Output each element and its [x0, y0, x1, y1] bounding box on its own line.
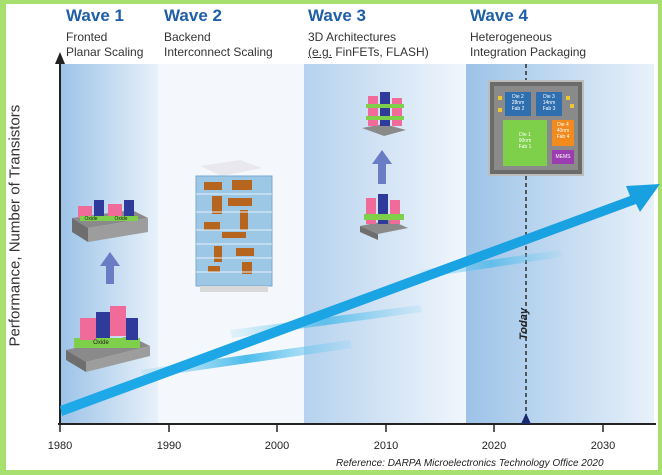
today-label: Today [518, 308, 530, 340]
reference-note: Reference: DARPA Microelectronics Techno… [336, 458, 604, 469]
wave3-subtitle: 3D Architectures (e.g. FinFETs, FLASH) [308, 30, 429, 59]
mems-label: MEMS [555, 154, 571, 160]
y-axis-label: Performance, Number of Transistors [6, 104, 24, 347]
wave3-title: Wave 3 [308, 6, 366, 25]
finfet-stack-top [362, 92, 406, 136]
wave3-up-arrow [372, 150, 392, 184]
oxide-label-2: Oxide [114, 216, 128, 222]
planar-transistor-top [72, 200, 148, 242]
heterogeneous-package [488, 80, 584, 176]
wave2-title: Wave 2 [164, 6, 222, 25]
faint-trend-arrow-3 [420, 250, 562, 278]
x-tick-label: 2010 [373, 440, 399, 452]
wave1-title: Wave 1 [66, 6, 124, 25]
x-tick-label: 2020 [481, 440, 507, 452]
x-tick-label: 2030 [590, 440, 616, 452]
wave4-title: Wave 4 [470, 6, 528, 25]
wave1-up-arrow [100, 252, 120, 284]
finfet-base [360, 194, 408, 240]
interconnect-stack [195, 160, 273, 292]
today-marker [521, 413, 531, 424]
x-axis-ticks [59, 424, 604, 432]
y-axis-arrowhead [55, 52, 65, 64]
planar-transistor-bottom [66, 306, 150, 372]
oxide-label-3: Oxide [93, 340, 109, 346]
x-tick-label: 2000 [264, 440, 290, 452]
x-tick-label: 1980 [47, 440, 73, 452]
oxide-label-1: Oxide [84, 216, 98, 222]
main-trend-arrow [60, 184, 660, 416]
faint-trend-arrow-1 [140, 340, 352, 378]
x-tick-label: 1990 [156, 440, 182, 452]
